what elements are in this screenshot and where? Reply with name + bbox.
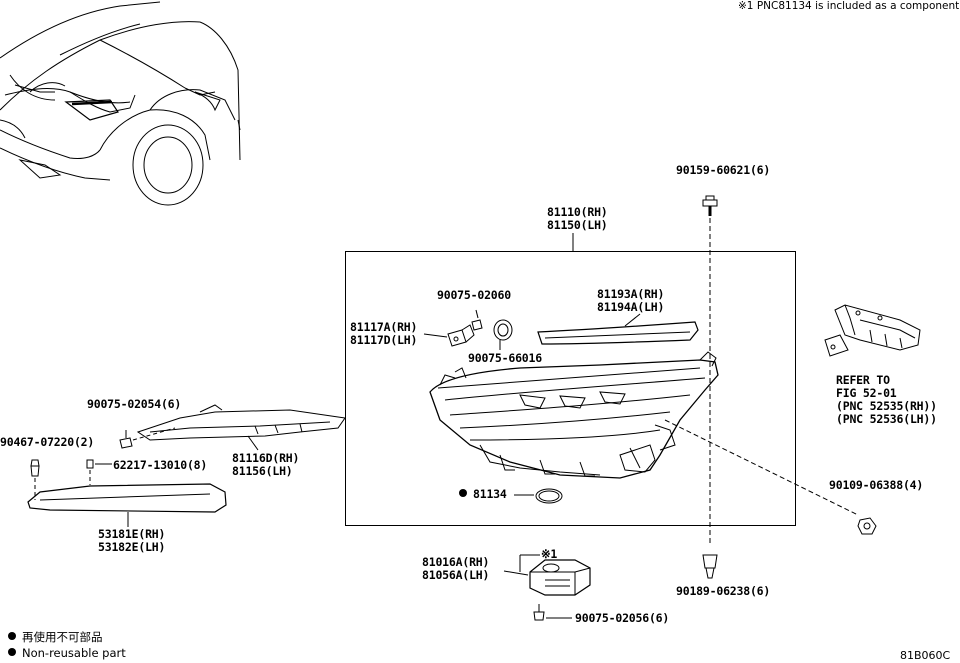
screw-90075-02054 bbox=[119, 430, 133, 449]
clip-90467 bbox=[30, 459, 40, 477]
label-81194A: 81194A(LH) bbox=[597, 300, 665, 314]
label-90109-06388: 90109-06388(4) bbox=[829, 478, 924, 492]
label-81117D: 81117D(LH) bbox=[350, 333, 418, 347]
ballast-81016A bbox=[529, 559, 591, 596]
component-note: ※1 PNC81134 is included as a component bbox=[738, 0, 960, 12]
legend-en: Non-reusable part bbox=[8, 646, 126, 660]
label-81116D: 81116D(RH) bbox=[232, 451, 300, 465]
screw-90075-02060 bbox=[471, 309, 483, 331]
refer-line-3: (PNC 52535(RH)) bbox=[836, 399, 937, 413]
label-81156: 81156(LH) bbox=[232, 464, 293, 478]
headlamp-unit bbox=[429, 351, 719, 479]
legend-dot-en bbox=[8, 648, 16, 656]
pin-62217 bbox=[86, 459, 94, 469]
label-81150: 81150(LH) bbox=[547, 218, 608, 232]
label-81193A: 81193A(RH) bbox=[597, 287, 665, 301]
label-component-mark: ※1 bbox=[541, 547, 558, 561]
clip-90189 bbox=[702, 554, 718, 579]
headlamp-assembly-frame bbox=[345, 251, 796, 526]
refer-line-2: FIG 52-01 bbox=[836, 386, 897, 400]
legend-jp-text: 再使用不可部品 bbox=[22, 630, 103, 644]
refer-line-1: REFER TO bbox=[836, 373, 890, 387]
panel-53181E bbox=[27, 483, 227, 513]
legend-dot-jp bbox=[8, 632, 16, 640]
cover-81116D bbox=[136, 404, 346, 441]
label-90075-02054: 90075-02054(6) bbox=[87, 397, 182, 411]
label-62217-13010: 62217-13010(8) bbox=[113, 458, 208, 472]
reference-bracket bbox=[824, 304, 921, 357]
label-81110: 81110(RH) bbox=[547, 205, 608, 219]
label-90189-06238: 90189-06238(6) bbox=[676, 584, 771, 598]
bolt-90159 bbox=[702, 195, 718, 216]
label-53182E: 53182E(LH) bbox=[98, 540, 166, 554]
label-90075-66016: 90075-66016 bbox=[468, 351, 542, 365]
legend-en-text: Non-reusable part bbox=[22, 646, 126, 660]
non-reusable-dot bbox=[459, 489, 467, 497]
figure-code: 81B060C bbox=[900, 649, 951, 662]
label-90467-07220: 90467-07220(2) bbox=[0, 435, 95, 449]
vehicle-illustration bbox=[0, 1, 241, 206]
label-90075-02056: 90075-02056(6) bbox=[575, 611, 670, 625]
screw-90075-02056 bbox=[533, 604, 545, 621]
label-81016A: 81016A(RH) bbox=[422, 555, 490, 569]
grommet-90075-66016 bbox=[493, 319, 513, 341]
label-81134-text: 81134 bbox=[473, 487, 507, 501]
label-90075-02060: 90075-02060 bbox=[437, 288, 511, 302]
label-53181E: 53181E(RH) bbox=[98, 527, 166, 541]
label-81056A: 81056A(LH) bbox=[422, 568, 490, 582]
refer-line-4: (PNC 52536(LH)) bbox=[836, 412, 937, 426]
gasket-81134 bbox=[535, 488, 563, 504]
legend-jp: 再使用不可部品 bbox=[8, 629, 103, 645]
label-81134: 81134 bbox=[459, 488, 507, 501]
label-81117A: 81117A(RH) bbox=[350, 320, 418, 334]
label-90159-60621: 90159-60621(6) bbox=[676, 163, 771, 177]
bracket-81117A bbox=[447, 324, 475, 347]
trim-strip-81193A bbox=[537, 321, 699, 345]
nut-90109 bbox=[857, 517, 877, 535]
